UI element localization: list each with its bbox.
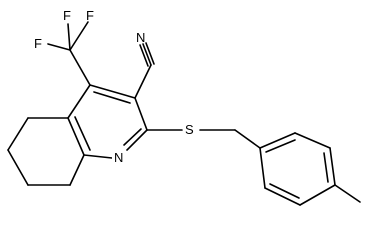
bond-cf3-f3 [69,21,89,51]
bond-cn-triple-3 [139,44,149,67]
atom-f1: F [63,8,71,23]
bond-ar1-ar2 [259,132,296,149]
bond-c6-c7 [7,149,29,186]
bond-ar1-ar2-inner [265,139,296,153]
bond-c3-c2 [134,97,148,131]
bond-ar5-ar6 [264,187,301,206]
bond-c4-c3-inner [93,91,131,104]
atom-s-bg [183,123,199,139]
bond-n-c8a [83,154,113,159]
bond-c4-cf3 [69,49,91,86]
atom-n-ring: N [114,150,123,165]
bond-c4a-c4 [67,84,91,119]
bond-cn-triple-1 [142,43,152,66]
bond-c2-n-inner [123,128,142,146]
atom-f3: F [86,8,94,23]
bond-ch2-ar [234,129,261,149]
bond-cf3-f2 [47,43,71,51]
bonds [7,21,361,206]
bond-c8a-c4a-inner [74,116,91,151]
atom-n-nitrile: N [136,30,145,45]
bond-ar4-ar5 [299,184,336,206]
bond-ar3-ar4 [329,147,336,186]
bond-c3-cn [134,64,152,99]
molecule-canvas: F F F N N S [7,8,361,206]
bond-c5-c6 [7,117,29,151]
bond-ar5-ar6-inner [269,183,300,199]
bond-ar4-methyl [334,184,361,203]
atom-s: S [185,122,194,137]
bond-c8-c8a [69,154,85,186]
bond-ar6-ar1 [259,147,266,189]
atom-f2: F [34,36,42,51]
bond-ar2-ar3 [294,132,331,149]
atom-n-ring-bg [112,150,126,166]
bond-c2-n [126,129,148,151]
atom-labels: F F F N N S [34,8,199,166]
bond-cn-triple-2 [145,42,155,65]
bond-ar3-ar4-inner [323,152,329,183]
bond-cf3-f1 [67,23,71,51]
molecule-structure: F F F N N S [7,8,361,206]
bond-c8a-c4a [67,117,85,156]
bond-c4-c3 [89,84,136,99]
